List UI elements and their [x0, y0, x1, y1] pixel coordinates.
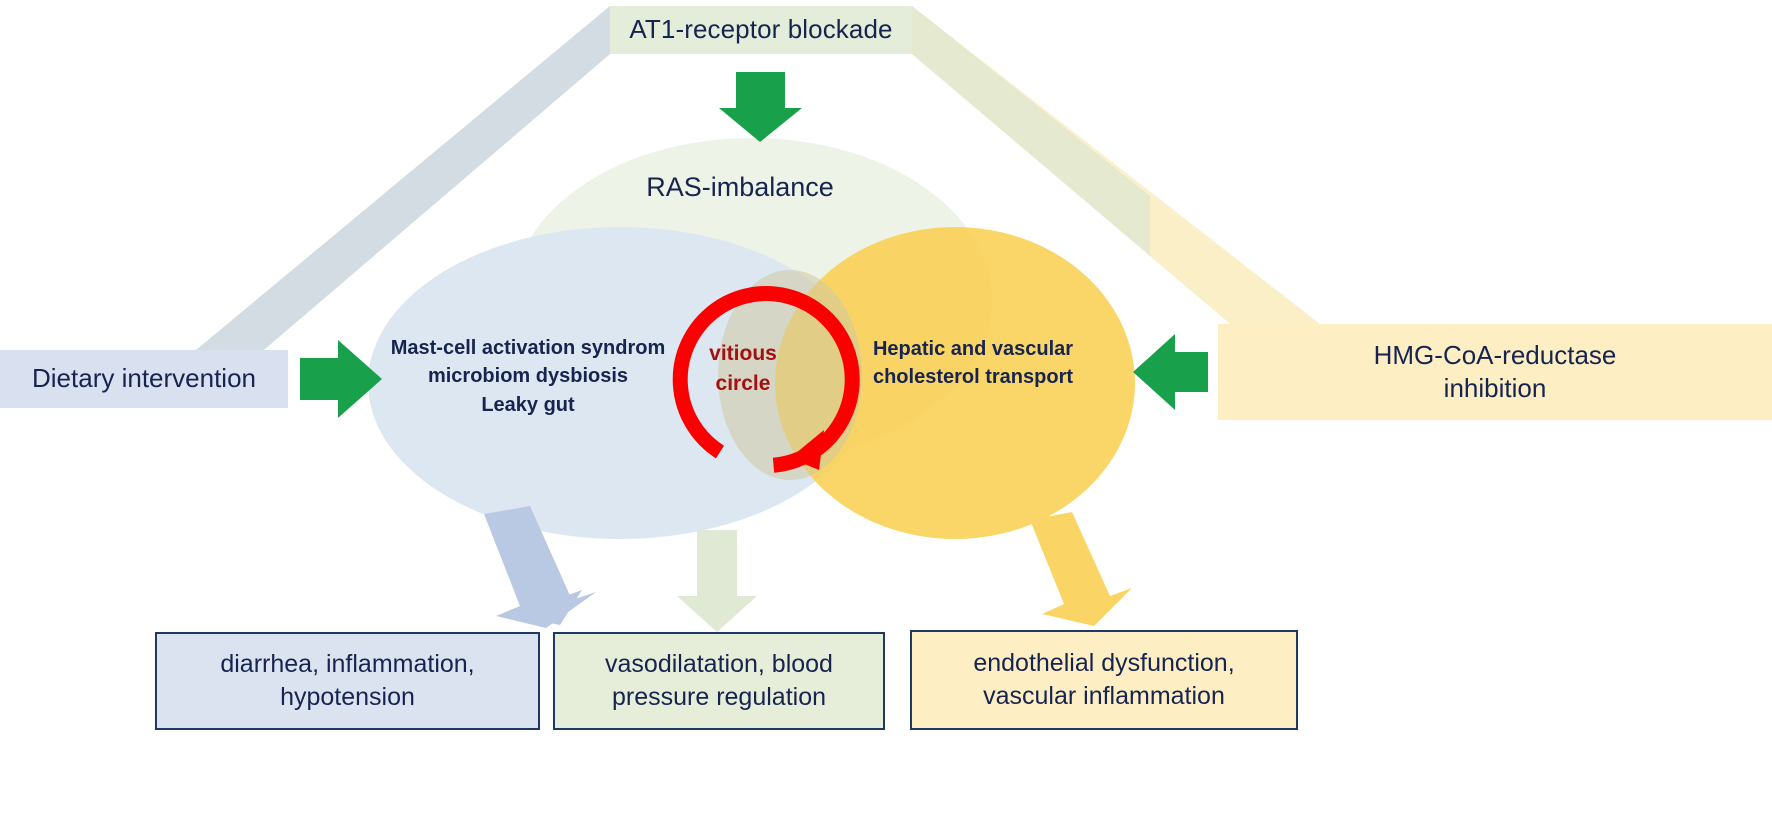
ras-imbalance-label: RAS-imbalance: [646, 172, 834, 202]
vitious-circle-label: vitious circle: [709, 342, 777, 396]
yellow-down-arrow: [1030, 512, 1132, 626]
right-circle-label: Hepatic and vascular cholesterol transpo…: [872, 338, 1074, 389]
green-down-arrow: [719, 72, 802, 142]
at1-receptor-blockade-box[interactable]: AT1-receptor blockade: [610, 6, 912, 54]
left-circle-label: Mast-cell activation syndrom microbiom d…: [390, 337, 666, 416]
outcome-left-box[interactable]: diarrhea, inflammation, hypotension: [155, 632, 540, 730]
green-pale-down-arrow: [677, 530, 757, 632]
green-left-arrow: [1133, 334, 1208, 410]
outcome-right-box[interactable]: endothelial dysfunction, vascular inflam…: [910, 630, 1298, 730]
dietary-intervention-box[interactable]: Dietary intervention: [0, 350, 288, 408]
blue-down-arrow: [484, 506, 596, 628]
outcome-middle-box[interactable]: vasodilatation, blood pressure regulatio…: [553, 632, 885, 730]
green-right-arrow: [300, 340, 382, 418]
hmg-coa-reductase-inhibition-box[interactable]: HMG-CoA-reductase inhibition: [1218, 324, 1772, 420]
